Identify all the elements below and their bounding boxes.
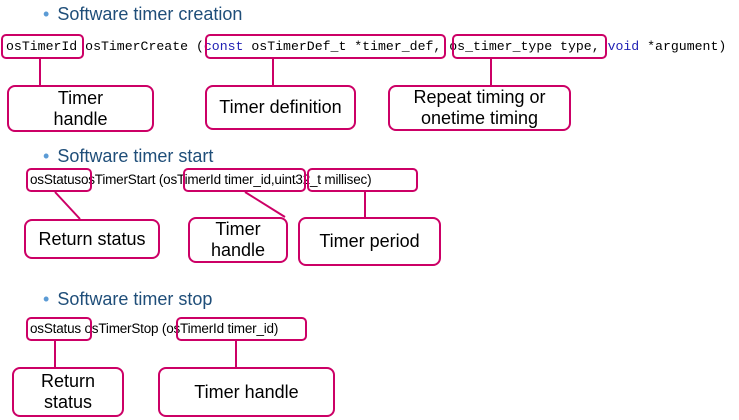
connector-line: [244, 191, 286, 218]
comma: ,: [591, 39, 600, 54]
param-timer-id: osTimerId timer_id: [166, 321, 274, 336]
function-name: osTimerCreate: [85, 39, 189, 54]
param-timer-id: osTimerId timer_id: [163, 172, 271, 187]
highlight-return-type: [26, 317, 92, 341]
return-type: osStatus: [30, 321, 81, 336]
function-name: osTimerStart: [80, 172, 156, 187]
callout-timer-handle: Timer handle: [188, 217, 288, 263]
callout-return-status: Return status: [24, 219, 160, 259]
bullet-timer-creation: • Software timer creation: [43, 4, 242, 25]
highlight-return-type: [26, 168, 92, 192]
start-signature: osStatusosTimerStart (osTimerId timer_id…: [30, 172, 372, 188]
keyword-void: void: [607, 39, 640, 54]
bullet-dot-icon: •: [43, 289, 50, 309]
param-millisec: uint32_t millisec: [274, 172, 368, 187]
highlight-timer-id: [176, 317, 307, 341]
create-signature: osTimerId osTimerCreate (const osTimerDe…: [6, 39, 726, 55]
callout-repeat-timing: Repeat timing or onetime timing: [388, 85, 571, 131]
function-name: osTimerStop: [84, 321, 159, 336]
highlight-return-type: [1, 34, 84, 59]
stop-signature: osStatus osTimerStop (osTimerId timer_id…: [30, 321, 278, 337]
highlight-millisec: [307, 168, 418, 192]
return-type: osTimerId: [6, 39, 78, 54]
param-argument: *argument): [647, 39, 727, 54]
callout-timer-handle: Timer handle: [158, 367, 335, 417]
highlight-timer-type: [452, 34, 607, 59]
open-paren: (: [195, 39, 204, 54]
param-timer-type: os_timer_type type: [449, 39, 592, 54]
close-paren: ): [273, 321, 279, 336]
open-paren: (: [161, 321, 167, 336]
bullet-label: Software timer start: [57, 146, 214, 166]
open-paren: (: [158, 172, 164, 187]
comma: ,: [270, 172, 275, 187]
callout-timer-definition: Timer definition: [205, 85, 356, 130]
bullet-dot-icon: •: [43, 4, 50, 24]
highlight-timer-def: [205, 34, 446, 59]
bullet-label: Software timer creation: [57, 4, 243, 24]
keyword-const: const: [203, 39, 244, 54]
param-timer-def: osTimerDef_t *timer_def: [251, 39, 434, 54]
callout-timer-handle: Timer handle: [7, 85, 154, 132]
bullet-timer-start: • Software timer start: [43, 146, 213, 167]
bullet-label: Software timer stop: [57, 289, 213, 309]
highlight-timer-id: [183, 168, 306, 192]
bullet-dot-icon: •: [43, 146, 50, 166]
bullet-timer-stop: • Software timer stop: [43, 289, 212, 310]
callout-return-status: Return status: [12, 367, 124, 417]
connector-line: [54, 191, 81, 220]
comma: ,: [433, 39, 442, 54]
return-type: osStatus: [30, 172, 81, 187]
close-paren: ): [367, 172, 372, 187]
callout-timer-period: Timer period: [298, 217, 441, 266]
